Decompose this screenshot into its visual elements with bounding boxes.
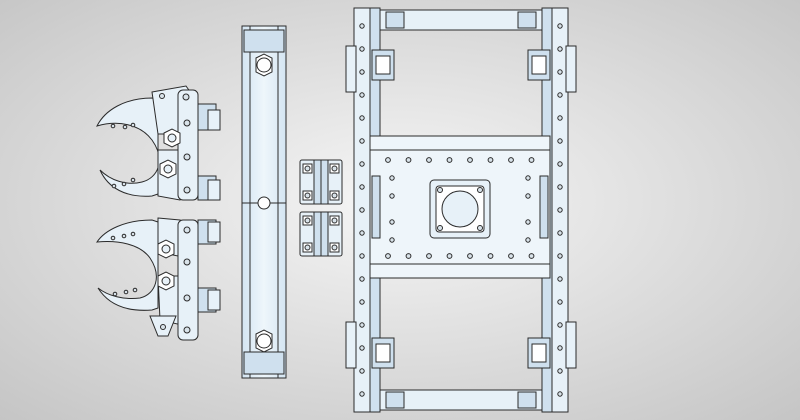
bolt-icon xyxy=(359,391,365,397)
bolt-icon xyxy=(446,157,453,163)
bolt-icon xyxy=(525,193,531,199)
bolt-icon xyxy=(359,184,365,190)
bolt-icon xyxy=(508,157,514,163)
bolt-icon xyxy=(359,345,365,351)
bolt-icon xyxy=(359,322,365,328)
bolt-icon xyxy=(557,161,563,167)
bolt-icon xyxy=(389,219,395,225)
bolt-icon xyxy=(389,175,395,181)
bolt-icon xyxy=(467,157,473,163)
bolt-icon xyxy=(359,23,365,29)
bolt-icon xyxy=(359,161,365,167)
vertical-beam xyxy=(241,25,287,379)
bolt-icon xyxy=(359,138,365,144)
bolt-icon xyxy=(359,69,365,75)
bolt-icon xyxy=(487,253,494,259)
bolt-icon xyxy=(446,253,453,259)
bolt-icon xyxy=(557,184,563,190)
bolt-icon xyxy=(359,299,365,305)
bolt-icon xyxy=(557,230,563,236)
hinge-block-lower xyxy=(299,211,343,257)
bolt-icon xyxy=(557,92,563,98)
bolt-icon xyxy=(359,207,365,213)
bolt-icon xyxy=(389,237,395,243)
bolt-icon xyxy=(557,299,563,305)
bolt-icon xyxy=(557,368,563,374)
bolt-icon xyxy=(359,253,365,259)
bolt-icon xyxy=(467,253,473,259)
bolt-icon xyxy=(557,253,563,259)
bolt-icon xyxy=(557,276,563,282)
bolt-icon xyxy=(359,368,365,374)
bolt-icon xyxy=(525,219,531,225)
bolt-icon xyxy=(557,23,563,29)
bolt-icon xyxy=(359,276,365,282)
bolt-icon xyxy=(508,253,514,259)
bolt-icon xyxy=(359,230,365,236)
hinge-block-upper xyxy=(299,159,343,205)
bolt-icon xyxy=(525,175,531,181)
chassis-frame xyxy=(345,7,577,413)
bolt-icon xyxy=(385,253,391,259)
bolt-icon xyxy=(426,157,432,163)
bolt-icon xyxy=(557,322,563,328)
bolt-icon xyxy=(359,92,365,98)
bolt-icon xyxy=(528,253,535,259)
bolt-icon xyxy=(426,253,432,259)
bolt-icon xyxy=(557,207,563,213)
bolt-icon xyxy=(557,345,563,351)
bolt-icon xyxy=(385,157,391,163)
bolt-icon xyxy=(557,391,563,397)
bolt-icon xyxy=(487,157,494,163)
bolt-icon xyxy=(557,115,563,121)
bolt-icon xyxy=(359,115,365,121)
center-mount-plate xyxy=(369,135,551,279)
bolt-icon xyxy=(405,157,412,163)
bolt-icon xyxy=(557,46,563,52)
gripper-jaw-lower xyxy=(95,217,221,341)
gripper-jaw-upper xyxy=(96,85,221,201)
bolt-icon xyxy=(557,138,563,144)
bolt-icon xyxy=(557,69,563,75)
bolt-icon xyxy=(359,46,365,52)
bolt-icon xyxy=(405,253,412,259)
bolt-icon xyxy=(525,237,531,243)
bolt-icon xyxy=(528,157,535,163)
bolt-icon xyxy=(389,193,395,199)
